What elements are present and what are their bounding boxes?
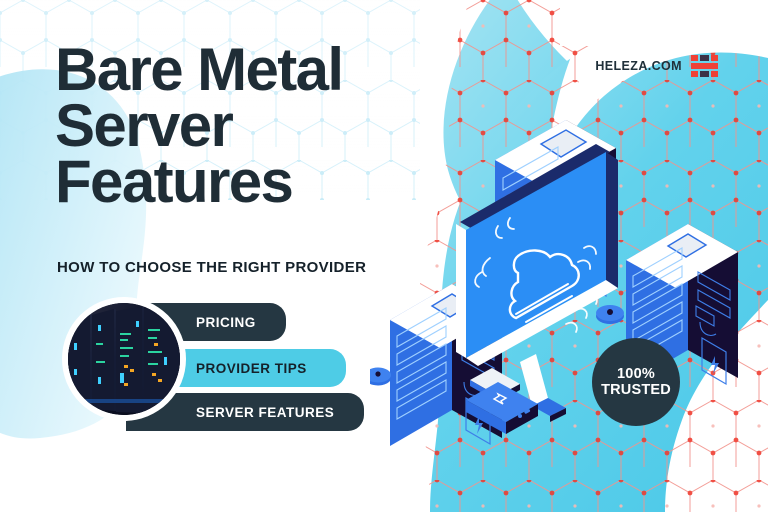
badge-provider-tips-label: PROVIDER TIPS (196, 360, 307, 376)
logo-text: HELEZA.COM (595, 59, 682, 73)
badge-server-features-label: SERVER FEATURES (196, 404, 335, 420)
isometric-server-illustration: .tFace{fill:#2f6fe3;} .tSide{fill:#150d3… (370, 120, 738, 446)
title-line-2: Server (55, 91, 234, 159)
title-line-3: Features (55, 147, 294, 215)
status-badge-trusted: 100% TRUSTED (592, 338, 680, 426)
external-drive-device (466, 382, 538, 434)
page-subtitle: HOW TO CHOOSE THE RIGHT PROVIDER (57, 259, 367, 276)
trusted-percent: 100% (617, 365, 655, 382)
data-center-racks-photo (68, 303, 180, 415)
external-drive-puck-left (370, 367, 391, 386)
title-line-1: Bare Metal (55, 36, 344, 103)
page-title: Bare Metal Server Features (55, 36, 344, 215)
data-center-photo-frame (62, 297, 186, 421)
server-tower-right (596, 224, 738, 386)
external-drive-puck-right (596, 305, 624, 324)
grid-squares-icon (691, 55, 718, 77)
trusted-label: TRUSTED (601, 382, 671, 398)
cloud-icon-on-screen (508, 249, 580, 323)
desktop-monitor-with-cloud (456, 144, 618, 422)
site-logo[interactable]: HELEZA.COM (595, 55, 718, 77)
badge-pricing-label: PRICING (196, 314, 256, 330)
